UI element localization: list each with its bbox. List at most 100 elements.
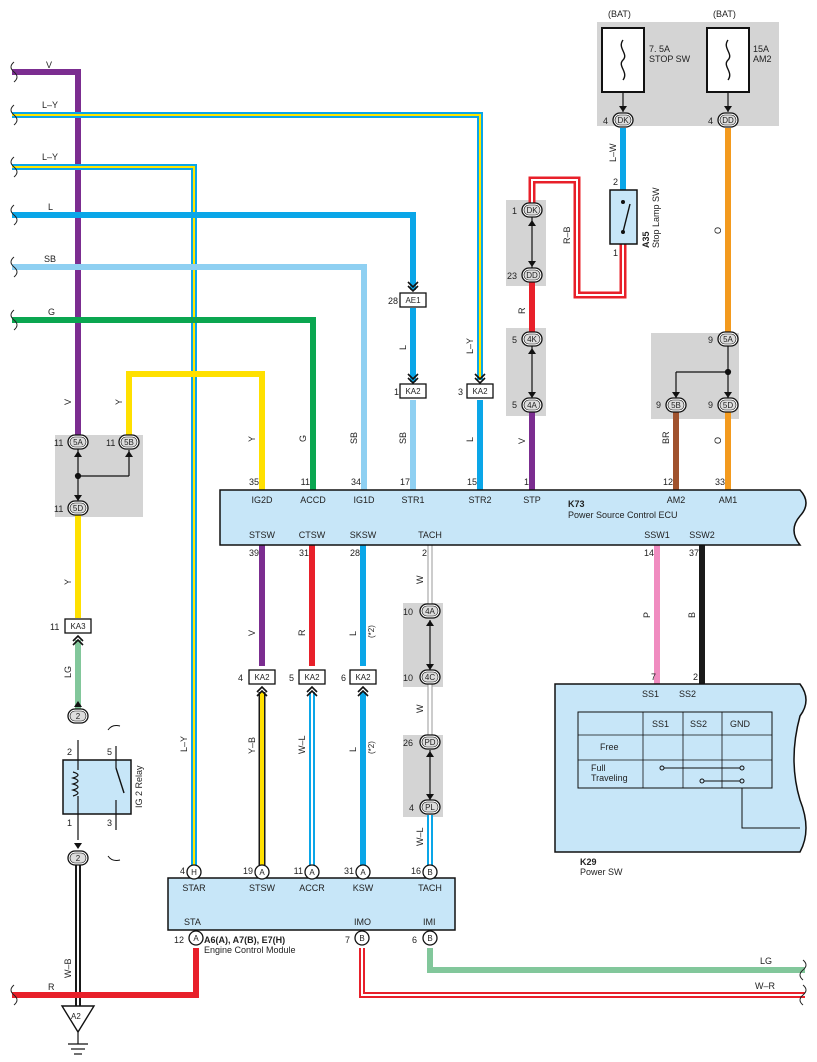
pin-9-5d: 9 — [708, 400, 713, 410]
k73-term-ig2d: IG2D — [251, 495, 273, 505]
pin-5-4k: 5 — [512, 335, 517, 345]
pin-4-dk: 4 — [603, 116, 608, 126]
k29-pin-2: 2 — [693, 672, 698, 682]
connector-ka3: KA3 — [64, 618, 92, 634]
wl-lg: LG — [63, 666, 73, 678]
connector-ka2-d: KA2 — [298, 669, 326, 685]
ecm-term-sta: STA — [184, 917, 201, 927]
sls-pin-1: 1 — [613, 248, 618, 258]
ecm-pin-16: 16 — [411, 866, 421, 876]
k73-term-str2: STR2 — [468, 495, 491, 505]
left-wire-label-v: V — [46, 60, 52, 70]
k73-pin-2: 2 — [422, 548, 427, 558]
k29-term-ss2: SS2 — [679, 689, 696, 699]
pin-23-dd: 23 — [507, 271, 517, 281]
wl-v-stsw: V — [247, 630, 257, 636]
sls-name: Stop Lamp SW — [651, 187, 661, 248]
arrowhead-fuse-dk — [619, 106, 627, 112]
ecm-term-accr: ACCR — [299, 883, 325, 893]
ecm-term-imi: IMI — [423, 917, 436, 927]
ecm-name: Engine Control Module — [204, 945, 296, 955]
wire-label-r-bottom: R — [48, 982, 55, 992]
k73-term-ig1d: IG1D — [353, 495, 375, 505]
connector-pl: PL — [419, 799, 441, 815]
k73-pin-11: 11 — [301, 477, 310, 487]
k73-term-sksw: SKSW — [350, 530, 377, 540]
k73-ecu-box — [219, 489, 807, 546]
wl-wl-tach: W–L — [415, 827, 425, 846]
connector-5d-left: 5D — [67, 500, 89, 516]
arrowhead-dd — [528, 261, 536, 267]
wire-y-ig2d — [126, 371, 265, 492]
chevron-ka2-e — [357, 685, 369, 697]
connector-relay-bot: 2 — [67, 850, 89, 866]
k73-term-ssw2: SSW2 — [689, 530, 715, 540]
wl-r-ctsw: R — [297, 629, 307, 636]
k73-term-ctsw: CTSW — [299, 530, 326, 540]
pin-9-5a: 9 — [708, 335, 713, 345]
wl-ly-long: L–Y — [179, 736, 189, 752]
ecm-pin-31: 31 — [344, 866, 354, 876]
connector-5d-right: 5D — [717, 397, 739, 413]
k29-row-traveling: Traveling — [591, 773, 628, 783]
k73-pin-17: 17 — [400, 477, 410, 487]
wl-b: B — [687, 612, 697, 618]
connector-label: KA2 — [355, 673, 371, 682]
wl-p: P — [642, 612, 652, 618]
fuse1-name: STOP SW — [649, 54, 691, 64]
k73-term-am1: AM1 — [719, 495, 738, 505]
chevron-ka3 — [72, 634, 84, 646]
arrowhead-4c — [426, 664, 434, 670]
wl-v: V — [63, 399, 73, 405]
connector-ecm-sta: A — [188, 930, 204, 946]
ecm-term-star: STAR — [182, 883, 206, 893]
k73-id: K73 — [568, 499, 585, 509]
arrowhead-4k — [528, 348, 536, 354]
k29-term-ss1: SS1 — [642, 689, 659, 699]
wl-v-stp: V — [517, 438, 527, 444]
connector-4a-b: 4A — [419, 603, 441, 619]
connector-ecm-2: A — [304, 864, 320, 880]
relay-pin-2: 2 — [67, 747, 72, 757]
k73-pin-28: 28 — [350, 548, 360, 558]
k29-row-free: Free — [600, 742, 619, 752]
k29-row-full: Full — [591, 763, 606, 773]
connector-label: 5A — [73, 438, 83, 447]
connector-label: 4A — [425, 607, 435, 616]
k29-header-ss2: SS2 — [690, 719, 707, 729]
relay-pin-3: 3 — [107, 818, 112, 828]
wl-sb-ig1d: SB — [349, 432, 359, 444]
wl-wl-accr: W–L — [297, 735, 307, 754]
relay-pin-1: 1 — [67, 818, 72, 828]
ground-label: A2 — [71, 1012, 81, 1021]
k73-term-stsw: STSW — [249, 530, 276, 540]
arrowhead-dk — [528, 220, 536, 226]
connector-ka2-a: KA2 — [399, 383, 427, 399]
ecm-pin-6: 6 — [412, 935, 417, 945]
arrowhead-relay-top — [74, 701, 82, 707]
connector-label: 5B — [124, 438, 134, 447]
arrowhead-5b-r — [672, 392, 680, 398]
k73-pin-34: 34 — [351, 477, 361, 487]
connector-label: 5B — [671, 401, 681, 410]
k73-term-am2: AM2 — [667, 495, 686, 505]
bat-label-2: (BAT) — [713, 9, 736, 19]
ecm-ids: A6(A), A7(B), E7(H) — [204, 935, 285, 945]
left-wire-label-l: L — [48, 202, 53, 212]
connector-label: KA2 — [405, 387, 421, 396]
pin-26-pd: 26 — [403, 738, 413, 748]
ecm-pin-19: 19 — [243, 866, 253, 876]
ecm-pin-4: 4 — [180, 866, 185, 876]
wire-ly-star — [12, 164, 197, 868]
connector-label: DD — [722, 116, 734, 125]
arrowhead-4a-b — [426, 620, 434, 626]
ecm-pin-7: 7 — [345, 935, 350, 945]
wl-o-am1: O — [713, 437, 723, 444]
connector-4a: 4A — [521, 397, 543, 413]
connector-ecm-imo: B — [354, 930, 370, 946]
wl-ly-str2: L–Y — [465, 338, 475, 354]
ecm-term-imo: IMO — [354, 917, 371, 927]
connector-dd-fuse: DD — [717, 112, 739, 128]
